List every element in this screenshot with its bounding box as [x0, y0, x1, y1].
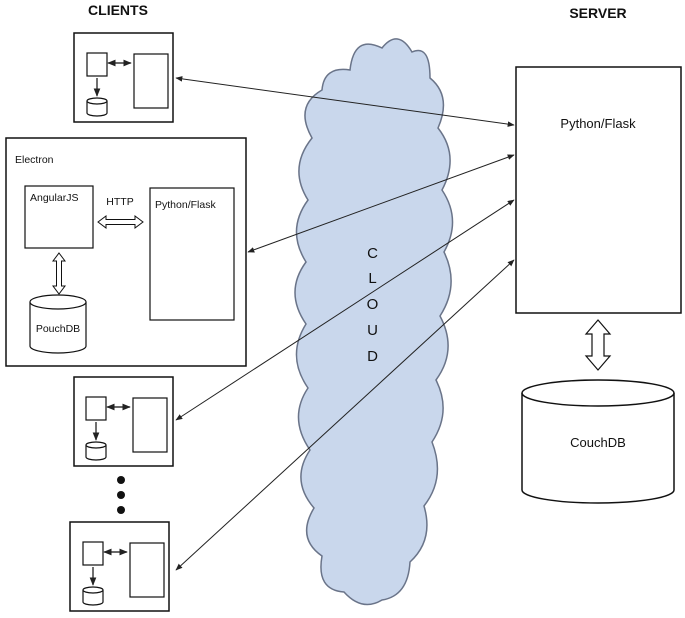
client-server-box [132, 397, 168, 453]
client-server-box [133, 53, 169, 109]
connections [175, 76, 515, 571]
client-ui-box [85, 396, 107, 421]
ellipsis-dots [117, 476, 125, 514]
http-label: HTTP [106, 196, 133, 208]
pouchdb-label: PouchDB [36, 323, 80, 335]
angular-label: AngularJS [30, 192, 78, 204]
client-ui-box [82, 541, 104, 566]
client-box [73, 376, 174, 467]
client-db-icon [82, 586, 104, 606]
couchdb-label: CouchDB [570, 435, 626, 450]
client-server-box [129, 542, 165, 598]
cloud-letter: D [367, 348, 379, 365]
cloud-letter: C [367, 245, 379, 262]
angular-pouch-double-arrow [52, 252, 66, 295]
client-db-icon [85, 441, 107, 461]
connection-client-1 [175, 76, 515, 127]
cloud-letter: O [367, 296, 380, 313]
connection-client-4 [175, 259, 515, 571]
server-couch-double-arrow [584, 319, 612, 371]
couchdb-icon: CouchDB [521, 379, 675, 504]
server-flask-label: Python/Flask [560, 116, 636, 131]
http-double-arrow [97, 215, 144, 229]
cloud-letter: L [368, 270, 377, 287]
client-box [73, 32, 174, 123]
client-box [69, 521, 170, 612]
pouchdb-icon: PouchDB [29, 294, 87, 354]
server-header: SERVER [569, 5, 626, 21]
client-ui-box [86, 52, 108, 77]
electron-title: Electron [15, 154, 54, 166]
angular-box [24, 185, 94, 249]
electron-flask-label: Python/Flask [155, 199, 216, 211]
cloud-letter: U [367, 322, 379, 339]
server-box: Python/Flask [515, 66, 682, 314]
client-db-icon [86, 97, 108, 117]
electron-client: Electron AngularJS HTTP Python/Flask Pou… [5, 137, 247, 367]
clients-header: CLIENTS [88, 2, 148, 18]
electron-flask-box [149, 187, 235, 321]
